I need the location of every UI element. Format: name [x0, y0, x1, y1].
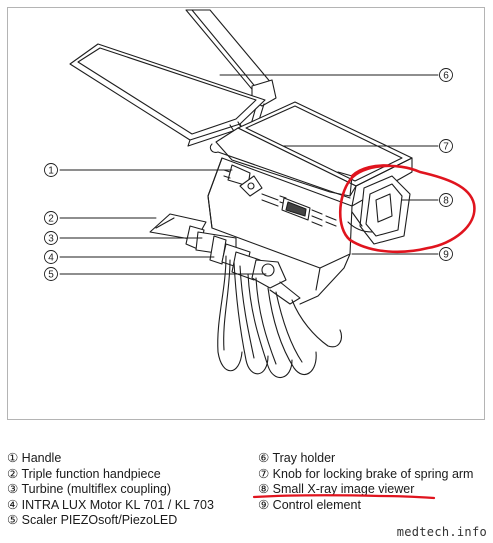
callout-4: 4 — [44, 250, 58, 264]
watermark: medtech.info — [396, 525, 487, 539]
svg-text:8: 8 — [443, 196, 449, 207]
dental-unit-drawing: 1 2 3 4 5 6 7 8 — [44, 9, 476, 378]
legend-item-8: ⑧ Small X-ray image viewer — [258, 482, 415, 497]
callout-1: 1 — [44, 163, 58, 177]
svg-text:1: 1 — [48, 166, 54, 177]
svg-text:5: 5 — [48, 270, 54, 281]
legend-item-6: ⑥ Tray holder — [258, 451, 336, 465]
legend-item-9: ⑨ Control element — [258, 497, 361, 512]
red-underline — [252, 494, 436, 500]
legend-left: ① Handle ② Triple function handpiece ③ T… — [7, 451, 214, 529]
svg-text:7: 7 — [443, 142, 449, 153]
leader-lines — [59, 74, 439, 275]
callout-group: 1 2 3 4 5 6 7 8 — [44, 68, 453, 281]
callout-9: 9 — [439, 247, 453, 261]
svg-text:4: 4 — [48, 253, 54, 264]
red-highlight-circle — [338, 164, 476, 254]
callout-6: 6 — [439, 68, 453, 82]
legend-item-2: ② Triple function handpiece — [7, 466, 161, 481]
legend-right: ⑥ Tray holder ⑦ Knob for locking brake o… — [258, 451, 473, 513]
callout-2: 2 — [44, 211, 58, 225]
legend-item-4: ④ INTRA LUX Motor KL 701 / KL 703 — [7, 497, 214, 512]
callout-3: 3 — [44, 231, 58, 245]
legend-item-3: ③ Turbine (multiflex coupling) — [7, 482, 172, 497]
callout-8: 8 — [439, 193, 453, 207]
legend-item-1: ① Handle — [7, 451, 62, 465]
svg-text:3: 3 — [48, 234, 54, 245]
callout-5: 5 — [44, 267, 58, 281]
svg-text:9: 9 — [443, 250, 449, 261]
handpieces — [149, 213, 343, 378]
legend-item-7: ⑦ Knob for locking brake of spring arm — [258, 466, 474, 481]
svg-text:6: 6 — [443, 71, 449, 82]
callout-7: 7 — [439, 139, 453, 153]
svg-text:2: 2 — [48, 214, 54, 225]
control-console — [207, 101, 413, 305]
legend-item-5: ⑤ Scaler PIEZOsoft/PiezoLED — [7, 513, 178, 528]
x-ray-viewer — [347, 175, 411, 245]
